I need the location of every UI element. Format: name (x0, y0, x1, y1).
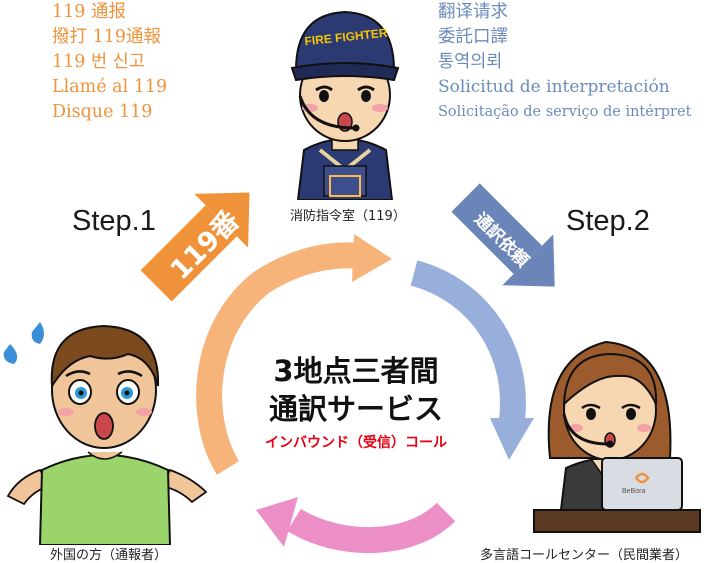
cycle-arrow-orange-head (352, 234, 392, 282)
headset-icon (562, 413, 609, 446)
report-phrase-korean: 119 번 신고 (52, 52, 145, 72)
step2-label: Step.2 (566, 205, 650, 237)
green-shirt (38, 454, 172, 545)
report-phrase-chinese-traditional: 撥打 119通報 (52, 27, 161, 47)
interpretation-phrase-portuguese: Solicitação de serviço de intérpret (438, 104, 692, 120)
sweat-drop-icon (3, 344, 18, 364)
firefighter-cap (294, 10, 396, 71)
interpretation-phrase-chinese-simplified: 翻译请求 (438, 2, 508, 22)
laptop-logo: BeBora (622, 488, 646, 495)
report-phrase-spanish: Llamé al 119 (52, 77, 168, 97)
center-title: 3地点三者間 通訳サービス (240, 352, 472, 428)
foreigner-caption: 外国の方（通報者） (50, 548, 168, 563)
interpretation-phrase-korean: 통역의뢰 (438, 52, 503, 72)
step1-label: Step.1 (72, 205, 156, 237)
call-center-caption: 多言語コールセンター（民間業者） (480, 548, 689, 563)
cycle-arrow-blue-head (490, 418, 534, 460)
laptop-icon (601, 457, 683, 511)
interpretation-phrase-chinese-traditional: 委託口譯 (438, 27, 508, 47)
desk (533, 509, 701, 533)
center-title-line1: 3地点三者間 (273, 354, 439, 388)
cycle-arrow-blue (410, 260, 526, 422)
report-phrase-list: 119 通报 撥打 119通報 119 번 신고 Llamé al 119 Di… (52, 0, 167, 125)
interpretation-phrase-spanish: Solicitud de interpretación (438, 77, 670, 97)
report-phrase-portuguese: Disque 119 (52, 102, 153, 122)
sweat-drop-icon (31, 322, 44, 344)
cycle-arrow-orange (196, 242, 360, 475)
step1-arrow (140, 192, 250, 302)
interpretation-phrase-list: 翻译请求 委託口譯 통역의뢰 Solicitud de interpretaci… (438, 0, 691, 125)
cycle-arrow-pink-head (256, 497, 298, 547)
firefighter-illustration (290, 10, 400, 200)
operator-illustration (533, 340, 701, 533)
cycle-arrow-pink (287, 502, 456, 553)
foreigner-illustration (3, 322, 208, 545)
center-subtitle: インバウンド（受信）コール (265, 435, 447, 451)
report-phrase-chinese-simplified: 119 通报 (52, 2, 126, 22)
center-title-line2: 通訳サービス (268, 392, 443, 426)
hair (50, 324, 160, 390)
step2-arrow (451, 183, 555, 287)
dispatch-caption: 消防指令室（119） (290, 209, 406, 224)
